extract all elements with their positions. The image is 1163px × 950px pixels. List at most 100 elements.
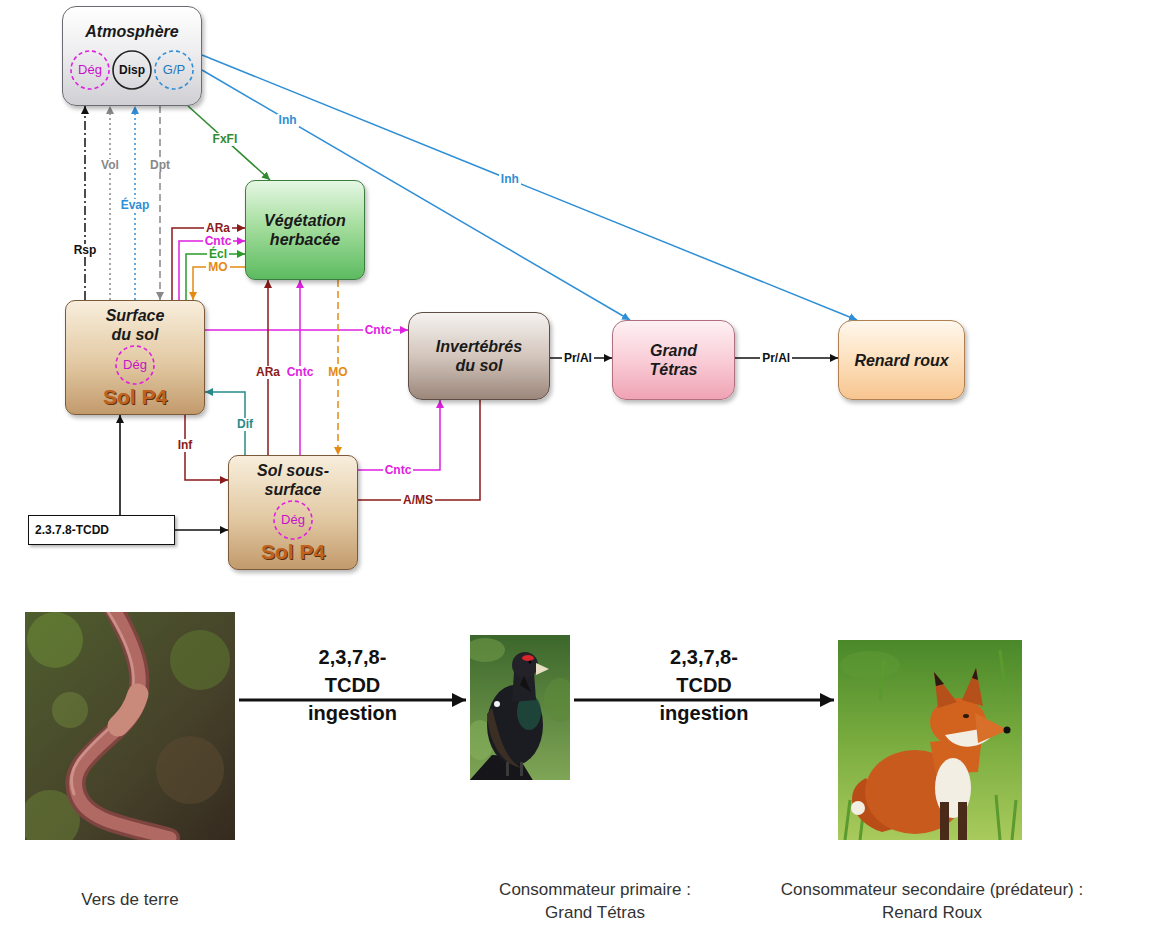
edge-label: MO — [206, 261, 229, 274]
process-circle: Dég — [70, 50, 110, 90]
connector — [84, 106, 86, 300]
box-title: Grand Tétras — [619, 341, 728, 379]
edge-label: Rsp — [72, 244, 99, 257]
circle-label: Disp — [119, 63, 145, 77]
box-title: Atmosphère — [66, 22, 198, 41]
earthworm-photo — [156, 736, 224, 804]
capercaillie-photo — [544, 678, 570, 722]
edge-label: Pr/Al — [562, 352, 594, 365]
connector — [109, 106, 111, 300]
edge-label: Cntc — [383, 464, 414, 477]
compartment-box: AtmosphèreDég Disp G/P — [62, 6, 202, 106]
compartment-box: Sol sous-surfaceSol P4Dég — [228, 455, 358, 570]
edge-label: Inf — [176, 439, 195, 452]
circle-outline — [71, 51, 109, 89]
red-fox-photo — [1004, 727, 1011, 734]
red-fox-photo — [972, 668, 978, 680]
circle-label: G/P — [163, 63, 185, 77]
red-fox-photo — [838, 640, 1022, 840]
box-title: Surface du sol — [70, 306, 200, 344]
edge-label: MO — [326, 366, 349, 379]
capercaillie-photo — [470, 635, 570, 780]
earthworm-photo — [52, 692, 88, 728]
earthworm-photo — [170, 630, 230, 690]
edge-label: Cntc — [203, 235, 234, 248]
photo-panel: Vers de terre — [25, 612, 235, 840]
capercaillie-photo — [520, 676, 531, 692]
box-title: Renard roux — [845, 351, 958, 370]
edge-label: Vol — [99, 159, 121, 172]
connector — [239, 699, 466, 702]
circle-outline — [274, 501, 312, 539]
connector — [179, 241, 245, 300]
red-fox-photo — [962, 668, 983, 706]
box-title: Sol sous-surface — [233, 461, 353, 499]
earthworm-photo — [27, 612, 83, 668]
red-fox-photo — [975, 713, 1008, 743]
compartment-box: Grand Tétras — [612, 320, 735, 400]
earthworm-photo — [118, 694, 138, 726]
caption: Consommateur secondaire (prédateur) : Re… — [772, 878, 1092, 924]
earthworm-photo — [75, 612, 170, 838]
earthworm-photo — [75, 612, 170, 838]
circle-outline — [155, 51, 193, 89]
capercaillie-photo — [494, 701, 500, 707]
edge-label: Écl — [207, 248, 229, 261]
box-title: Végétation herbacée — [252, 211, 358, 249]
caption: Consommateur primaire : Grand Tétras — [485, 878, 705, 924]
edge-label: A/MS — [401, 494, 435, 507]
caption: Vers de terre — [30, 888, 230, 911]
process-circle: Dég — [273, 500, 313, 540]
edge-label: Inh — [277, 114, 299, 127]
connector — [358, 400, 440, 470]
red-fox-photo — [958, 802, 967, 840]
red-fox-photo — [934, 672, 944, 686]
process-circle: G/P — [154, 50, 194, 90]
circle-label: Dég — [123, 358, 147, 372]
capercaillie-photo — [470, 638, 505, 662]
circle-outline — [116, 346, 154, 384]
process-circle: Disp — [112, 50, 152, 90]
source-box: 2.3.7.8-TCDD — [28, 515, 175, 545]
compartment-box: Invertébrés du sol — [408, 312, 550, 400]
soil-tag: Sol P4 — [233, 540, 353, 564]
capercaillie-photo — [506, 762, 509, 776]
edge-label: FxFl — [211, 133, 240, 146]
edge-label: 2,3,7,8- TCDD ingestion — [298, 643, 408, 727]
connector — [159, 106, 161, 300]
red-fox-photo — [838, 640, 1022, 840]
red-fox-photo — [840, 651, 900, 679]
box-title: Invertébrés du sol — [415, 337, 543, 375]
red-fox-photo — [934, 672, 957, 708]
capercaillie-photo — [520, 762, 523, 776]
connector — [202, 70, 630, 320]
compartment-box: Renard roux — [838, 320, 965, 400]
earthworm-photo — [25, 612, 235, 840]
circle-label: Dég — [78, 63, 102, 77]
edge-label: ARa — [254, 366, 282, 379]
connector — [358, 400, 480, 500]
compartment-box: Surface du solSol P4Dég — [65, 300, 205, 415]
red-fox-photo — [940, 802, 949, 840]
source-label: 2.3.7.8-TCDD — [35, 523, 109, 537]
process-circle: Dég — [115, 345, 155, 385]
edge-label: Pr/Al — [760, 352, 792, 365]
edge-label: Cntc — [285, 366, 316, 379]
compartment-box: Végétation herbacée — [245, 180, 365, 280]
capercaillie-photo — [487, 708, 522, 768]
red-fox-photo — [851, 801, 865, 815]
edge-label: Inh — [499, 173, 521, 186]
edge-label: 2,3,7,8- TCDD ingestion — [649, 643, 759, 727]
capercaillie-photo — [529, 661, 532, 664]
edge-label: Évap — [119, 199, 152, 212]
connector — [175, 529, 228, 531]
circle-outline — [113, 51, 151, 89]
connector — [188, 106, 270, 180]
capercaillie-photo — [522, 655, 534, 661]
capercaillie-photo — [512, 672, 536, 702]
